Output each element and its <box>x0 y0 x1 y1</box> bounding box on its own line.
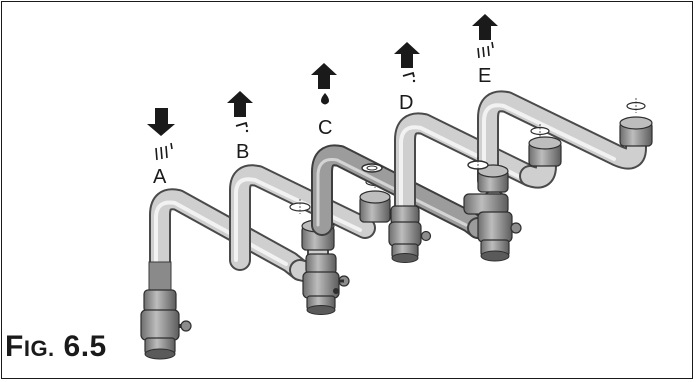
pipe-b <box>229 164 376 271</box>
fitting-e <box>619 98 653 147</box>
water-drop-icon <box>321 93 329 105</box>
tap-water-icon <box>235 121 249 133</box>
heat-waves-icon <box>155 142 173 161</box>
heat-waves-icon <box>477 41 494 59</box>
label-e: E <box>478 65 491 87</box>
valve-a <box>140 289 192 360</box>
pipe-d <box>394 112 541 223</box>
arrow-down-icon <box>147 108 175 136</box>
tap-water-icon <box>402 71 416 83</box>
valve-b <box>302 253 350 315</box>
arrow-up-icon <box>472 14 498 40</box>
figure-caption-prefix-first: F <box>5 330 24 363</box>
arrow-up-icon <box>227 91 253 117</box>
arrow-up-icon <box>311 63 337 89</box>
label-b: B <box>236 141 249 163</box>
figure-caption: FIG. 6.5 <box>5 330 107 364</box>
connection-c-marker: C <box>311 63 337 139</box>
figure-caption-prefix-rest: IG. <box>23 336 55 361</box>
connection-b-marker: B <box>227 91 253 163</box>
label-d: D <box>399 92 413 114</box>
pipe-c <box>311 144 489 239</box>
connection-d-marker: D <box>394 42 420 114</box>
valve-e <box>463 157 522 262</box>
connection-a-marker: A <box>147 108 175 188</box>
valve-d <box>388 205 432 263</box>
pipe-a <box>148 188 311 311</box>
label-c: C <box>318 117 332 139</box>
fitting-d <box>519 124 562 189</box>
arrow-up-icon <box>394 42 420 68</box>
label-a: A <box>153 166 167 188</box>
pipe-e <box>477 90 647 191</box>
connection-e-marker: E <box>472 14 498 87</box>
figure-caption-number: 6.5 <box>63 330 107 363</box>
